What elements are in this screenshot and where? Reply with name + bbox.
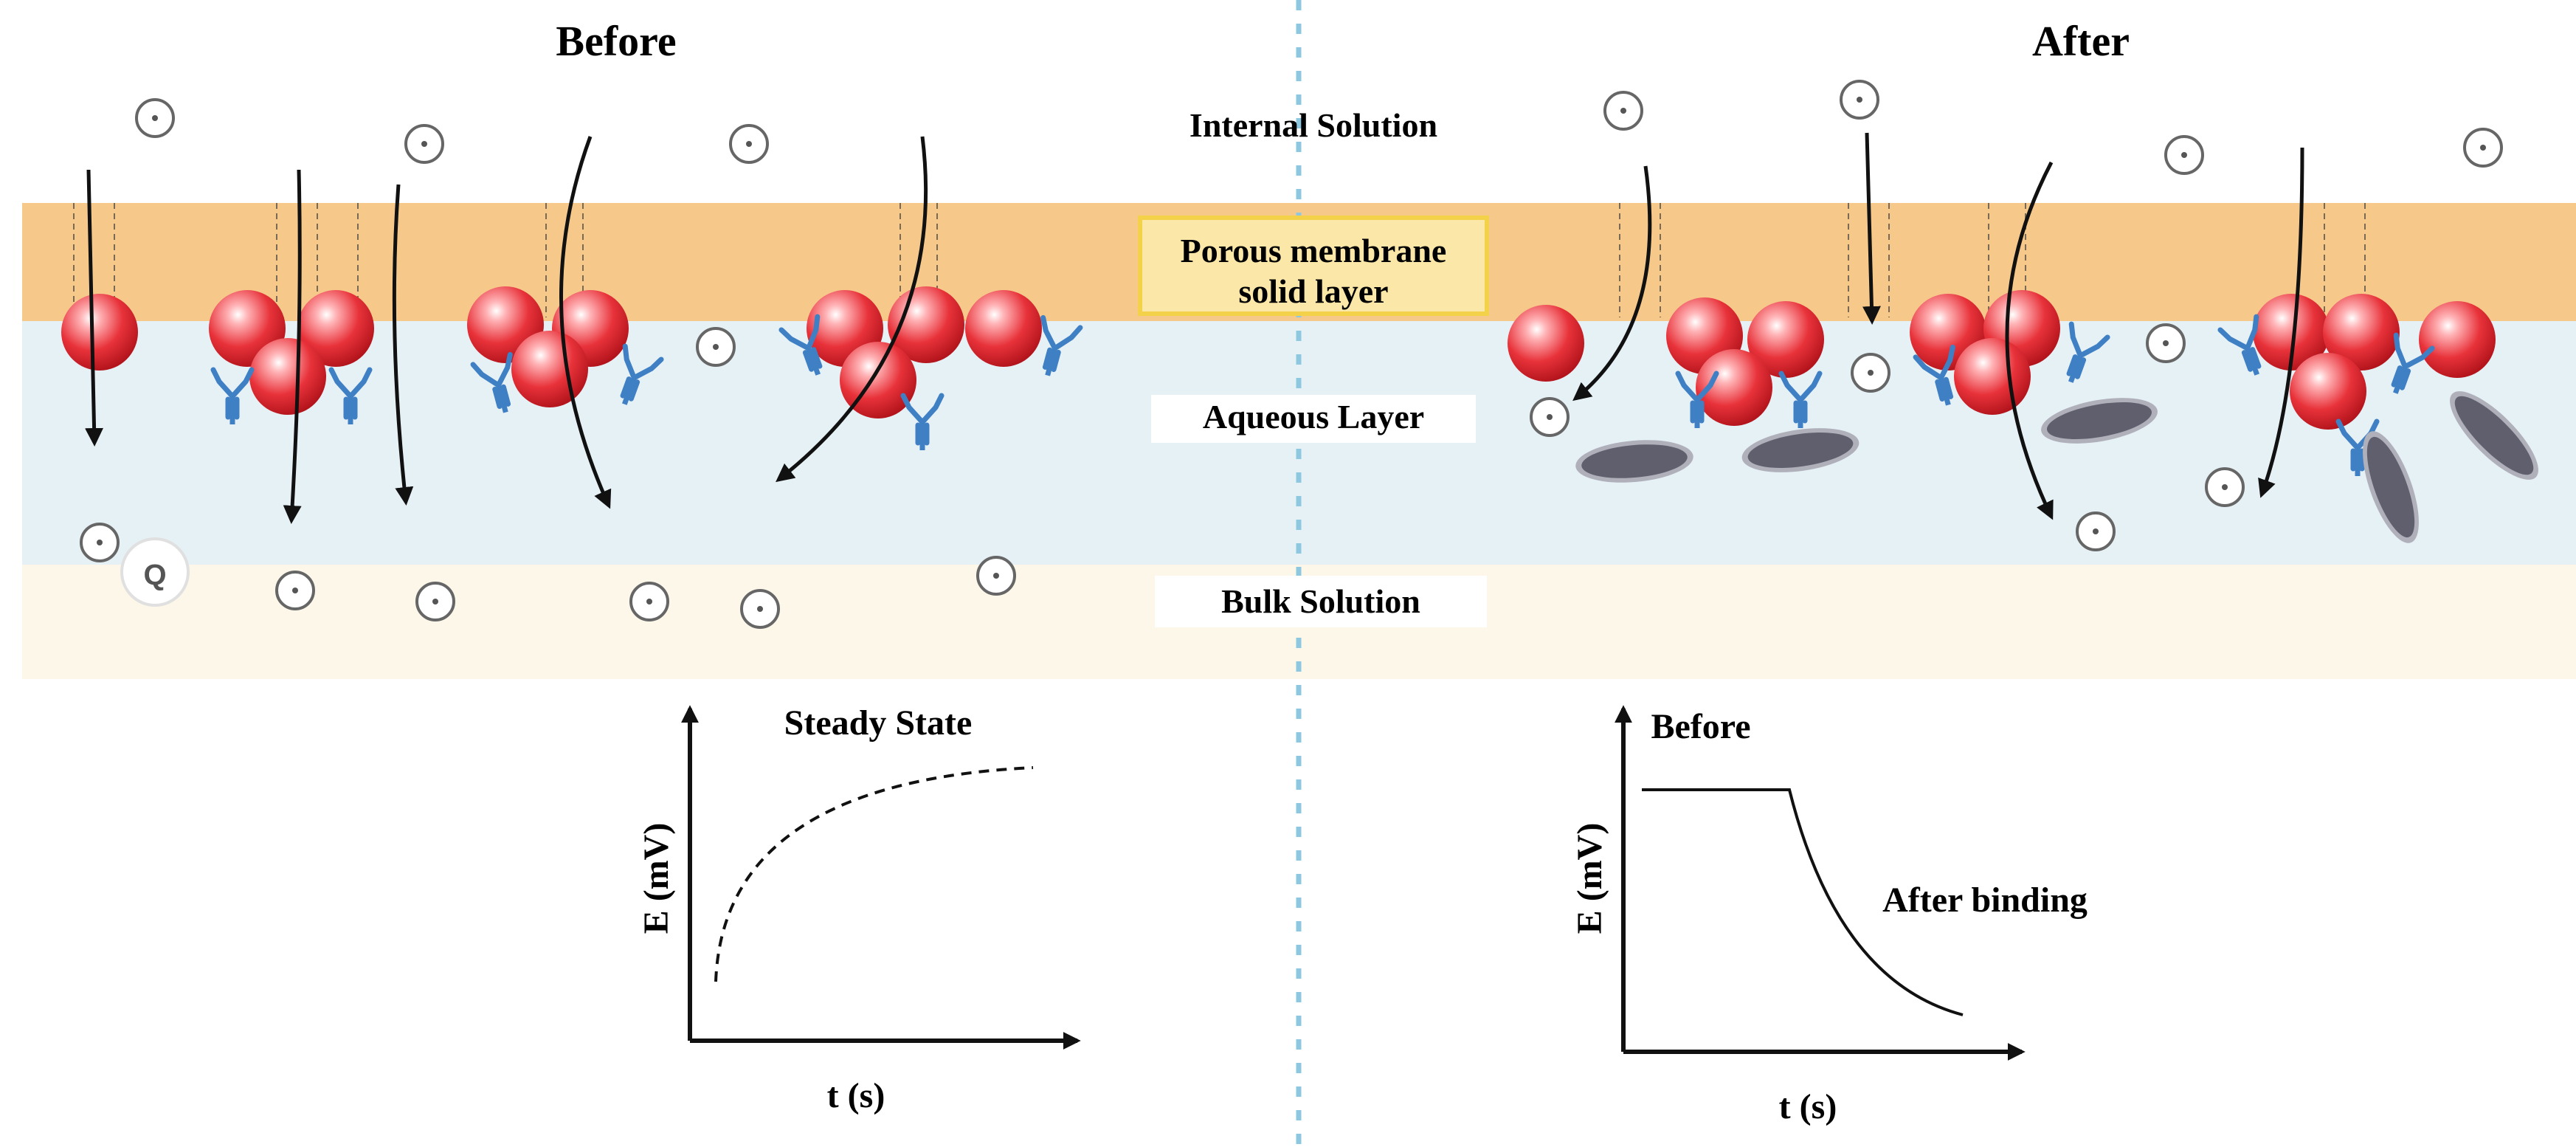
- before-title: Before: [556, 17, 676, 65]
- receptor-sphere: [249, 338, 326, 415]
- after-binding-curve: [1642, 788, 1964, 1016]
- receptor-sphere: [2253, 294, 2330, 371]
- bulk-label-box: [1155, 576, 1487, 627]
- ion-particle: [1840, 80, 1879, 120]
- ion-particle: [2463, 128, 2503, 168]
- ion-particle: [696, 327, 736, 367]
- membrane-label-box: [1138, 216, 1489, 316]
- bulk-solution-label: Bulk Solution: [1221, 582, 1420, 620]
- arrow-after-1: [1572, 165, 1652, 402]
- graph-after-binding: Before After binding t (s) E (mV): [1570, 705, 2088, 1126]
- ion-particle: [1603, 91, 1643, 131]
- left-graph-xlabel: t (s): [827, 1076, 885, 1115]
- ion-particle: [2076, 512, 2116, 551]
- ion-particle: [404, 124, 444, 164]
- receptor-sphere: [1508, 305, 1584, 382]
- arrow-before-4: [559, 136, 612, 509]
- receptor-sphere: [1747, 301, 1824, 378]
- arrow-before-5: [776, 136, 928, 483]
- ion-particle: [629, 582, 669, 621]
- before-curve-label: Before: [1651, 707, 1750, 746]
- ion-particle: [976, 556, 1016, 596]
- ion-particle: [415, 582, 455, 621]
- right-graph-xlabel: t (s): [1779, 1087, 1837, 1126]
- receptor-sphere: [61, 294, 138, 371]
- aqueous-layer-label: Aqueous Layer: [1203, 398, 1424, 435]
- membrane-label-line1: Porous membrane: [1181, 232, 1447, 269]
- left-graph-ylabel: E (mV): [637, 823, 676, 934]
- arrow-after-4: [2258, 147, 2304, 498]
- after-title: After: [2032, 17, 2130, 65]
- internal-solution-label: Internal Solution: [1189, 106, 1437, 144]
- arrow-after-3: [2005, 161, 2054, 520]
- ion-particle: [80, 523, 120, 562]
- ion-particle: [1530, 397, 1570, 437]
- right-graph-ylabel: E (mV): [1570, 823, 1609, 934]
- receptor-sphere: [2323, 294, 2400, 371]
- ion-particle: [2205, 467, 2245, 507]
- ion-particle: [1851, 353, 1890, 393]
- receptor-sphere: [2419, 301, 2496, 378]
- q-particle: Q: [120, 537, 190, 607]
- graph-steady-state: Steady State t (s) E (mV): [637, 703, 1081, 1115]
- receptor-sphere: [1954, 338, 2031, 415]
- ion-particle: [729, 124, 769, 164]
- ion-particle: [135, 98, 175, 138]
- membrane-label-line2: solid layer: [1238, 272, 1388, 310]
- ion-particles: [80, 80, 2503, 629]
- ion-particle: [275, 571, 315, 610]
- ion-particle: [740, 589, 780, 629]
- aqueous-label-box: [1151, 395, 1476, 443]
- ion-particle: [2146, 323, 2186, 363]
- steady-state-curve: [714, 766, 1034, 982]
- ion-particle: [2164, 135, 2204, 175]
- receptor-sphere: [965, 290, 1042, 367]
- receptor-sphere: [297, 290, 374, 367]
- receptor-sphere: [2290, 353, 2366, 430]
- steady-state-label: Steady State: [784, 703, 973, 743]
- receptor-spheres: [61, 286, 2496, 430]
- svg-text:Q: Q: [143, 559, 166, 591]
- receptor-sphere: [511, 331, 588, 407]
- arrow-before-3: [392, 184, 414, 506]
- arrow-before-2: [283, 169, 302, 524]
- after-binding-label: After binding: [1882, 881, 2088, 920]
- ion-flux-arrows: [85, 132, 2304, 524]
- arrow-before-1: [85, 169, 104, 447]
- arrow-after-2: [1862, 132, 1881, 325]
- receptor-sphere: [1696, 349, 1772, 426]
